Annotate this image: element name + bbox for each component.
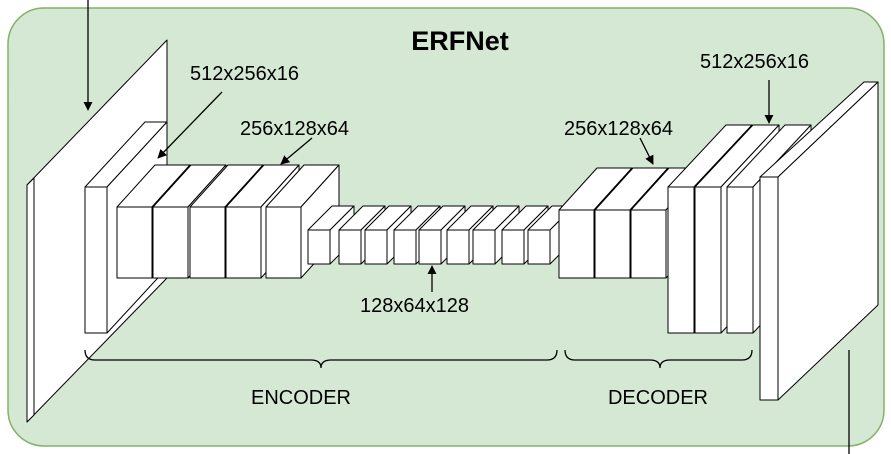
output-plane (759, 81, 879, 401)
bottleneck-blocks-128 (307, 205, 575, 265)
decoder-blocks-64 (558, 167, 705, 279)
enc-top-arrow (157, 91, 223, 159)
decoder-brace (564, 349, 753, 369)
enc-top-label: 512x256x16 (190, 63, 299, 85)
encoder-blocks-64 (116, 164, 340, 279)
enc-mid-label: 256x128x64 (240, 118, 349, 140)
encoder-label: ENCODER (251, 387, 351, 409)
dec-mid-label: 256x128x64 (564, 118, 673, 140)
dec-top-label: 512x256x16 (700, 51, 809, 73)
diagram-title: ERFNet (411, 26, 509, 56)
decoder-label: DECODER (608, 387, 708, 409)
dec-mid-arrow (639, 137, 654, 165)
arrows (83, 0, 850, 454)
enc-mid-arrow (280, 137, 313, 165)
encoder-brace (84, 349, 558, 369)
bottleneck-label: 128x64x128 (360, 295, 469, 317)
